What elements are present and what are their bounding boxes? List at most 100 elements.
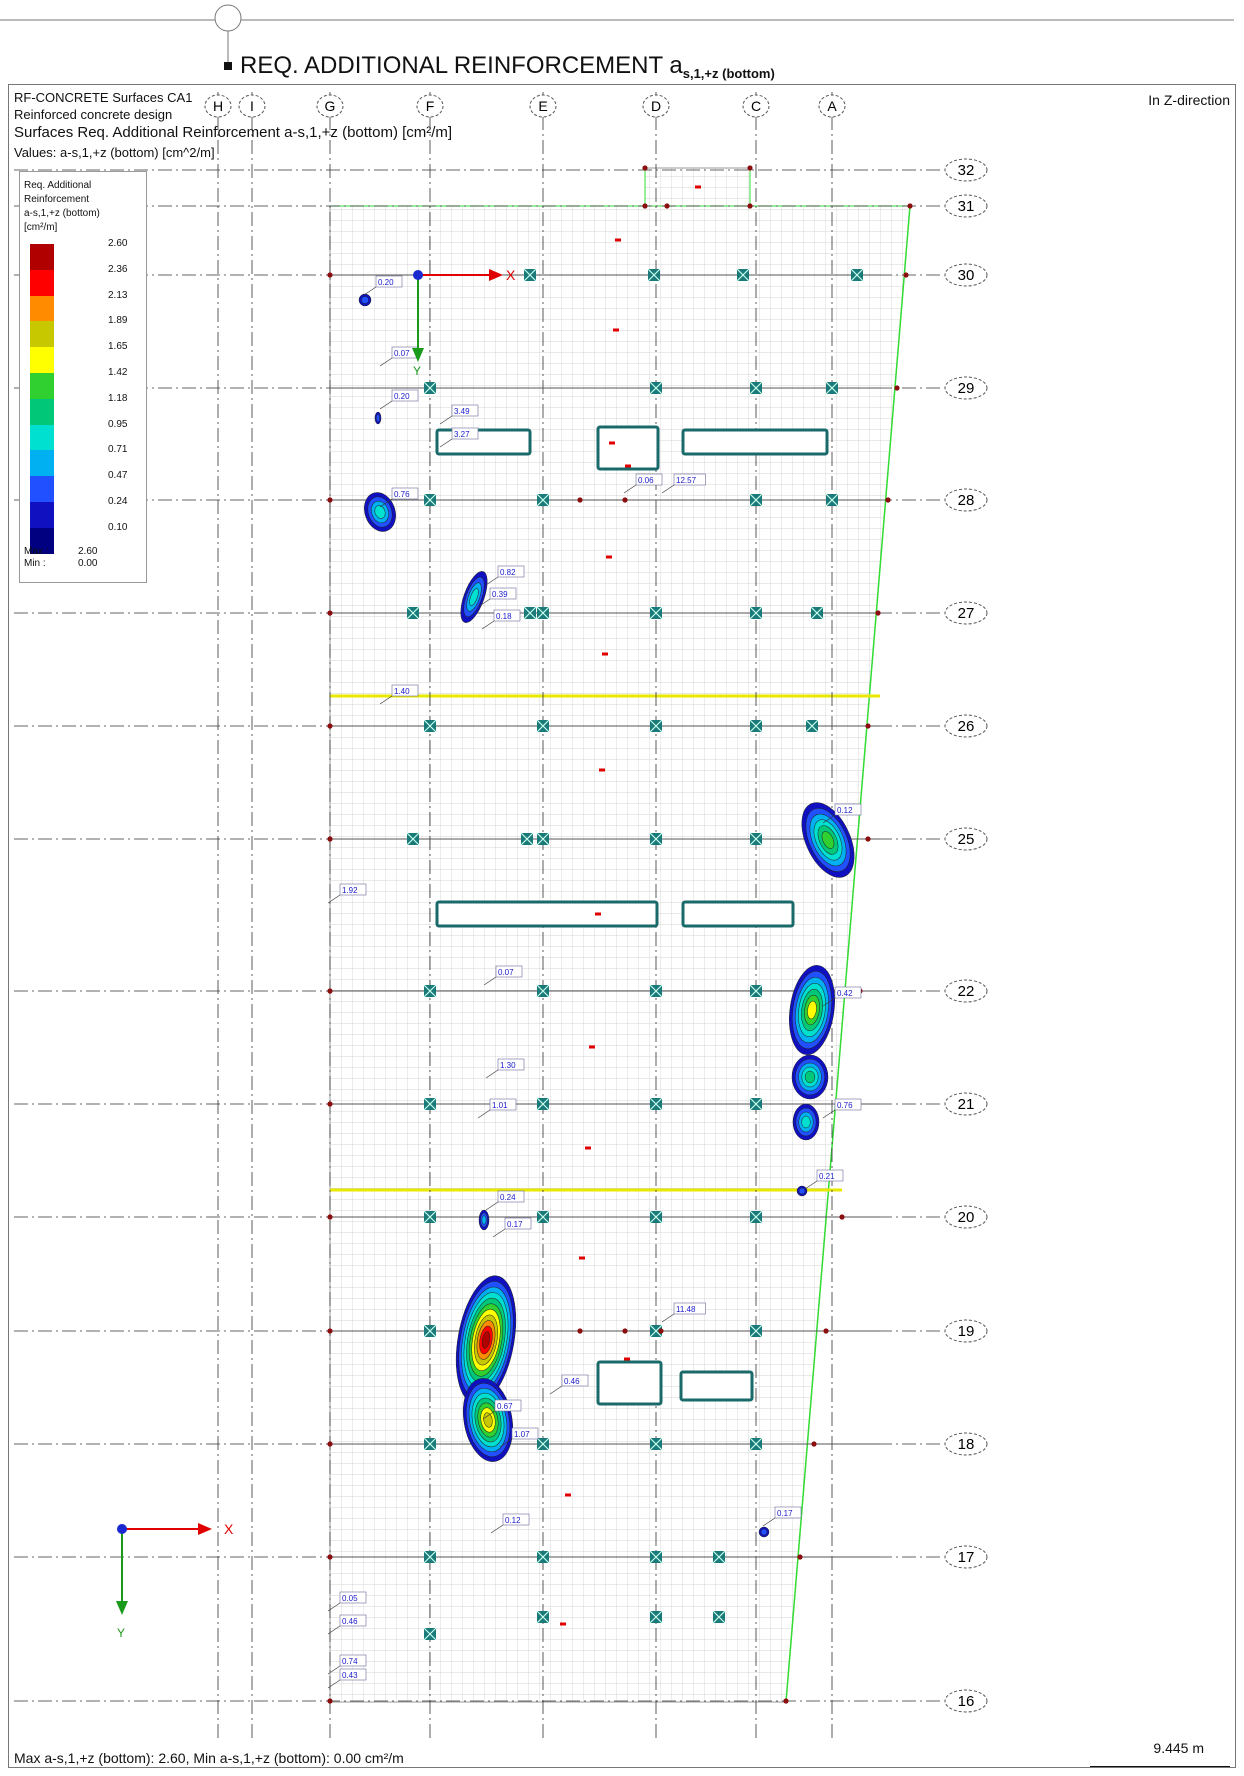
grid-bubble-col[interactable]: A [818, 94, 846, 118]
node-dot [327, 723, 333, 729]
contour-blob [460, 571, 488, 623]
svg-text:3.49: 3.49 [454, 407, 470, 416]
grid-bubble-col[interactable]: D [642, 94, 670, 118]
node-dot [885, 497, 891, 503]
grid-bubble-row[interactable]: 32 [944, 158, 988, 182]
value-label: 1.40 [379, 684, 419, 705]
grid-bubble-row[interactable]: 17 [944, 1545, 988, 1569]
grid-row-label: 19 [958, 1323, 975, 1340]
value-label: 0.05 [327, 1591, 367, 1612]
grid-bubble-row[interactable]: 30 [944, 263, 988, 287]
legend-swatch [30, 398, 54, 425]
grid-row-label: 16 [958, 1693, 975, 1710]
value-label: 1.30 [485, 1058, 525, 1079]
svg-text:11.48: 11.48 [676, 1305, 696, 1314]
svg-text:0.24: 0.24 [500, 1193, 516, 1202]
grid-row-label: 27 [958, 605, 975, 622]
grid-bubble-row[interactable]: 25 [944, 827, 988, 851]
grid-bubble-col[interactable]: C [742, 94, 770, 118]
value-label: 3.27 [439, 427, 479, 448]
legend-swatch [30, 527, 54, 554]
legend-swatch [30, 502, 54, 528]
node-dot [894, 385, 900, 391]
node-dot [327, 1554, 333, 1560]
info-design: Reinforced concrete design [14, 107, 173, 122]
column-marker [825, 381, 839, 395]
grid-bubble-row[interactable]: 19 [944, 1319, 988, 1343]
node-dot [327, 1698, 333, 1704]
column-marker [423, 984, 437, 998]
contour-blob [801, 802, 855, 878]
value-label: 0.20 [363, 275, 403, 296]
grid-bubble-col[interactable]: E [529, 94, 557, 118]
grid-row-label: 21 [958, 1096, 975, 1113]
legend-swatch [30, 373, 54, 399]
column-marker [423, 493, 437, 507]
svg-text:0.07: 0.07 [394, 349, 410, 358]
grid-bubble-row[interactable]: 29 [944, 376, 988, 400]
grid-bubble-row[interactable]: 27 [944, 601, 988, 625]
reinforcement-contours [358, 293, 855, 1538]
column-marker [536, 719, 550, 733]
contour-blob [791, 1054, 829, 1100]
legend-value: 1.65 [108, 341, 128, 353]
legend-value: 1.18 [108, 392, 128, 404]
title-subscript: s,1,+z (bottom) [682, 66, 775, 81]
svg-text:0.46: 0.46 [564, 1377, 580, 1386]
grid-bubble-col[interactable]: H [204, 94, 232, 118]
max-marker [585, 1146, 591, 1150]
max-marker [609, 441, 615, 445]
grid-bubble-row[interactable]: 20 [944, 1205, 988, 1229]
grid-row-label: 18 [958, 1436, 975, 1453]
direction-label: In Z-direction [1148, 92, 1230, 108]
grid-bubble-col[interactable]: G [316, 94, 344, 118]
grid-bubble-col[interactable]: I [238, 94, 266, 118]
node-dot [327, 610, 333, 616]
legend-swatch [30, 476, 54, 502]
max-marker [615, 238, 621, 242]
grid-bubble-col[interactable]: F [416, 94, 444, 118]
value-label: 0.12 [822, 803, 862, 824]
svg-text:0.18: 0.18 [496, 612, 512, 621]
scale-label: 9.445 m [1153, 1740, 1204, 1756]
local-origin-icon [413, 270, 423, 280]
value-label: 3.49 [439, 404, 479, 425]
node-dot [327, 1101, 333, 1107]
grid-bubble-row[interactable]: 16 [944, 1689, 988, 1713]
svg-text:0.42: 0.42 [837, 989, 853, 998]
column-marker [649, 381, 663, 395]
value-label: 0.24 [485, 1190, 525, 1211]
local-x-arrow-icon [489, 269, 503, 281]
grid-bubble-row[interactable]: 18 [944, 1432, 988, 1456]
grid-bubble-row[interactable]: 22 [944, 979, 988, 1003]
grid-row-label: 29 [958, 380, 975, 397]
column-marker [423, 381, 437, 395]
info-result-type: Surfaces Req. Additional Reinforcement a… [14, 124, 453, 141]
svg-text:0.67: 0.67 [497, 1402, 513, 1411]
legend-swatch [30, 450, 54, 477]
svg-text:0.46: 0.46 [342, 1617, 358, 1626]
grid-bubble-row[interactable]: 31 [944, 194, 988, 218]
column-marker [810, 606, 824, 620]
column-marker [649, 1324, 663, 1338]
column-marker [749, 606, 763, 620]
node-dot [811, 1441, 817, 1447]
grid-bubble-row[interactable]: 21 [944, 1092, 988, 1116]
grid-bubble-row[interactable]: 26 [944, 714, 988, 738]
column-marker [749, 1210, 763, 1224]
grid-row-label: 22 [958, 983, 975, 1000]
column-marker [523, 268, 537, 282]
column-marker [825, 493, 839, 507]
column-marker [536, 1097, 550, 1111]
grid-bubble-row[interactable]: 28 [944, 488, 988, 512]
column-marker [536, 984, 550, 998]
node-dot [783, 1698, 789, 1704]
legend-swatch [30, 269, 54, 296]
value-label: 0.17 [762, 1506, 802, 1527]
legend-units: [cm²/m] [24, 222, 58, 233]
slab-opening [596, 1360, 663, 1406]
value-label: 1.01 [477, 1098, 517, 1119]
slab-opening [435, 900, 659, 928]
column-marker [736, 268, 750, 282]
